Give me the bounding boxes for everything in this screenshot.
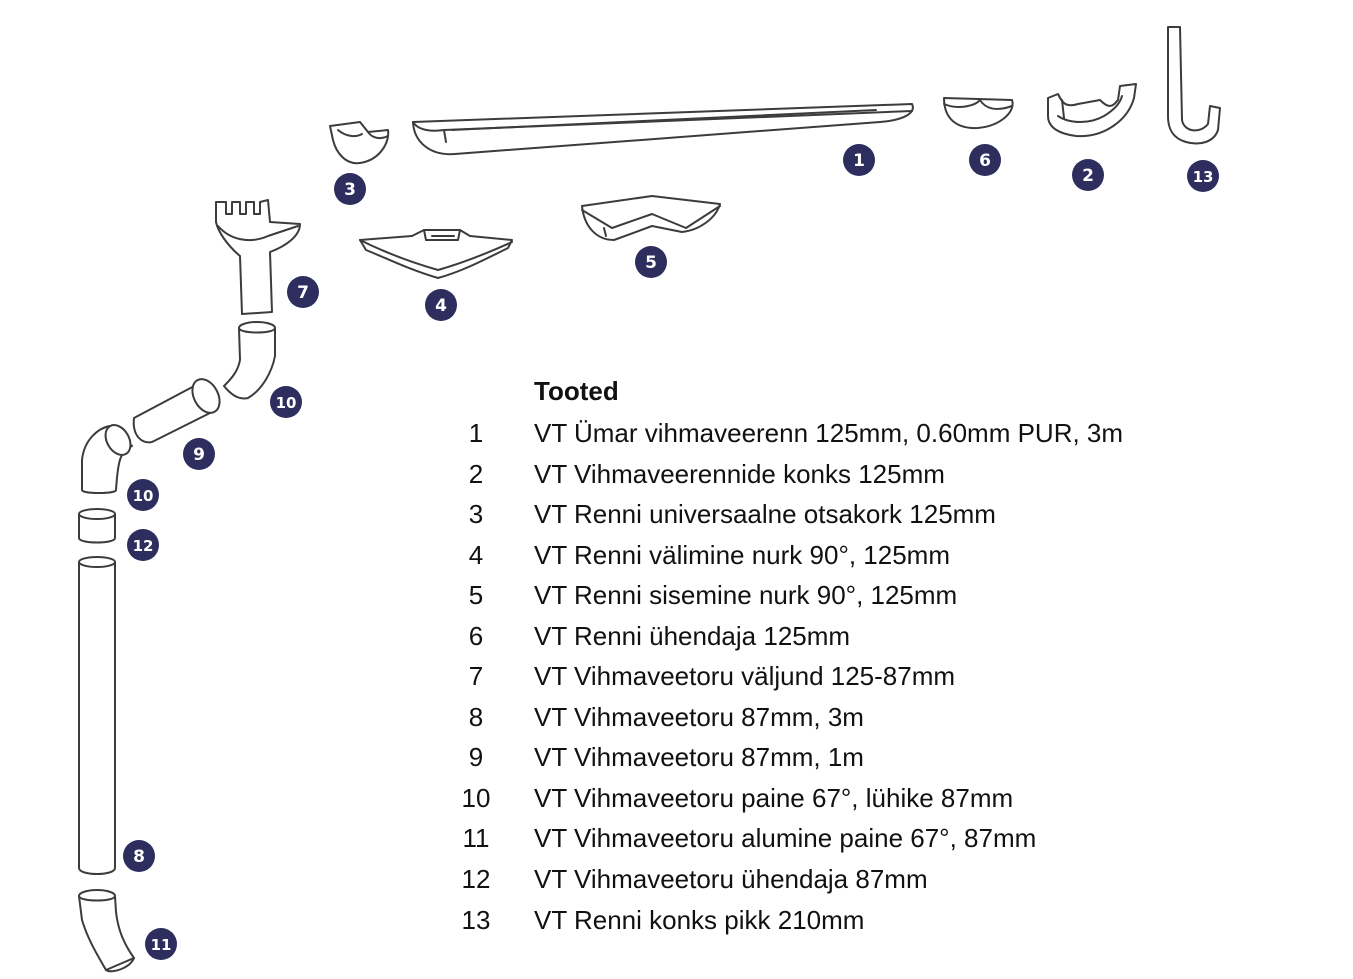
badge-2: 2	[1072, 159, 1104, 191]
svg-text:11: 11	[151, 936, 172, 954]
legend-label: VT Renni universaalne otsakork 125mm	[534, 499, 996, 529]
part-gutter-joiner	[943, 97, 1014, 130]
part-outlet	[215, 199, 301, 315]
badge-13: 13	[1187, 160, 1219, 192]
legend-number: 3	[468, 499, 484, 529]
legend-number: 8	[468, 702, 484, 732]
svg-text:5: 5	[645, 253, 657, 273]
svg-text:7: 7	[297, 283, 309, 303]
badge-10-lower: 10	[127, 479, 159, 511]
legend-label: VT Vihmaveerennide konks 125mm	[534, 459, 945, 489]
legend-label: VT Vihmaveetoru väljund 125-87mm	[534, 661, 956, 691]
part-internal-corner	[581, 195, 721, 241]
part-bottom-bend	[78, 889, 135, 973]
badge-5: 5	[635, 246, 667, 278]
badge-11: 11	[145, 928, 177, 960]
legend-number: 6	[468, 621, 484, 651]
legend-label: VT Vihmaveetoru paine 67°, lühike 87mm	[534, 783, 1014, 813]
legend-number: 12	[461, 864, 491, 894]
part-end-cap	[329, 121, 390, 165]
legend-number: 9	[468, 742, 484, 772]
part-external-corner	[359, 229, 513, 279]
legend-number: 4	[468, 540, 484, 570]
legend-label: VT Renni välimine nurk 90°, 125mm	[534, 540, 950, 570]
svg-text:3: 3	[344, 180, 356, 200]
legend-number: 1	[468, 418, 484, 448]
svg-text:12: 12	[133, 537, 154, 555]
badge-6: 6	[969, 144, 1001, 176]
legend-label: VT Vihmaveetoru alumine paine 67°, 87mm	[534, 823, 1037, 853]
legend-label: VT Vihmaveetoru ühendaja 87mm	[534, 864, 928, 894]
badge-10-upper: 10	[270, 386, 302, 418]
svg-text:1: 1	[853, 151, 865, 171]
legend-number: 13	[461, 905, 491, 935]
legend-number: 5	[468, 580, 484, 610]
legend-number: 10	[461, 783, 491, 813]
legend-title: Tooted	[534, 376, 619, 406]
legend-label: VT Renni konks pikk 210mm	[534, 905, 865, 935]
svg-text:10: 10	[276, 394, 297, 412]
part-bend-upper	[223, 321, 276, 400]
legend-label: VT Renni ühendaja 125mm	[534, 621, 851, 651]
part-bend-lower	[81, 424, 133, 494]
badge-7: 7	[287, 276, 319, 308]
badge-3: 3	[334, 173, 366, 205]
legend-label: VT Vihmaveetoru 87mm, 1m	[534, 742, 864, 772]
svg-text:13: 13	[1193, 168, 1214, 186]
badge-1: 1	[843, 144, 875, 176]
legend-number: 7	[468, 661, 484, 691]
part-gutter-bracket	[1047, 83, 1137, 138]
svg-text:6: 6	[979, 151, 991, 171]
badge-4: 4	[425, 289, 457, 321]
part-long-hook	[1167, 26, 1221, 145]
legend-label: VT Ümar vihmaveerenn 125mm, 0.60mm PUR, …	[534, 418, 1124, 448]
badge-8: 8	[123, 840, 155, 872]
svg-text:4: 4	[435, 296, 447, 316]
badge-9: 9	[183, 438, 215, 470]
legend-number: 2	[468, 459, 484, 489]
part-pipe-1m	[132, 378, 221, 444]
badge-12: 12	[127, 529, 159, 561]
legend-number: 11	[462, 823, 490, 853]
part-downpipe-joiner	[78, 508, 116, 544]
svg-text:8: 8	[133, 847, 145, 867]
svg-text:9: 9	[193, 445, 205, 465]
svg-text:2: 2	[1082, 166, 1094, 186]
legend-label: VT Vihmaveetoru 87mm, 3m	[534, 702, 864, 732]
part-gutter	[412, 103, 914, 156]
svg-text:10: 10	[133, 487, 154, 505]
legend-label: VT Renni sisemine nurk 90°, 125mm	[534, 580, 958, 610]
part-pipe-3m	[78, 556, 116, 875]
